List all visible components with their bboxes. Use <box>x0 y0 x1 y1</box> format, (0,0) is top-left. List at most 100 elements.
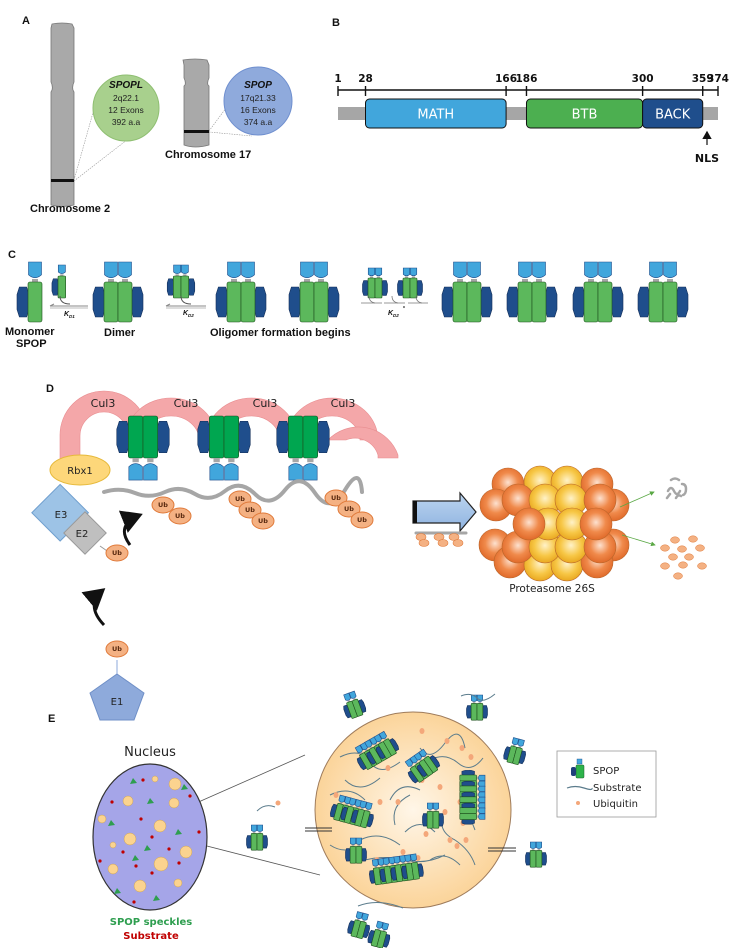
ubiquitin-dot <box>400 849 406 855</box>
free-ubiquitin-dot <box>677 545 687 553</box>
spop-dimer <box>276 415 330 481</box>
ubiquitin-dot <box>447 837 453 843</box>
chromosome-2 <box>50 22 75 207</box>
nucleus-droplet <box>123 832 137 846</box>
free-ubiquitin-dot <box>688 535 698 543</box>
domain-back: BACK <box>642 98 704 129</box>
spop-oligomer <box>330 794 374 829</box>
equilibrium-sign-left <box>305 827 332 832</box>
ubiquitin: Ub <box>350 511 374 529</box>
spop-oligomer <box>354 730 400 771</box>
ubiquitin-dot <box>468 754 474 760</box>
proteasome-26s <box>478 465 630 582</box>
spop-speckle <box>130 778 137 784</box>
nucleus-droplet <box>168 777 182 791</box>
spop-dimer <box>401 853 424 881</box>
free-ubiquitin <box>660 535 707 580</box>
ub-transfer-arrow-e2-e3 <box>118 510 143 546</box>
svg-text:K: K <box>183 310 189 317</box>
ubiquitin-dot <box>459 745 465 751</box>
free-ubiquitin-dot <box>684 553 694 561</box>
substrate-strand <box>359 835 401 846</box>
spop-dimer-small <box>166 264 196 299</box>
spop-dimer-free <box>503 737 526 765</box>
spop-speckle <box>181 784 188 790</box>
cul3-label: Cul3 <box>253 397 278 410</box>
spop-dimer-oligomer-2 <box>288 261 340 323</box>
substrate-dot <box>110 800 114 804</box>
output-arrow-ubiquitin <box>621 534 656 547</box>
legend-substrate-label: Substrate <box>593 783 641 794</box>
substrate-dot <box>141 778 145 782</box>
chromosome-17 <box>182 58 210 148</box>
substrate-dot <box>188 794 192 798</box>
panel-a: A Chromosome 2 SPOPL 2q22.1 12 Exons 392… <box>22 15 293 215</box>
ubiquitin-dot <box>437 784 443 790</box>
monomer-spop-label: SPOP <box>16 338 47 350</box>
cul3-label: Cul3 <box>91 397 116 410</box>
ubiquitin: Ub <box>337 500 361 518</box>
cul3-label: Cul3 <box>174 397 199 410</box>
svg-text:Ub: Ub <box>357 516 367 524</box>
spop-dimer <box>345 837 367 864</box>
proteasome-subunit <box>512 507 546 541</box>
ubiquitin: Ub <box>151 496 175 514</box>
ubiquitin: Ub <box>324 489 348 507</box>
ubiquitin-dot <box>385 765 391 771</box>
svg-text:D1: D1 <box>69 314 75 319</box>
spop-oligomer <box>404 748 441 784</box>
spop-locus: 17q21.33 <box>240 93 276 103</box>
legend-box: SPOP Substrate Ubiquitin <box>556 750 657 818</box>
kd2-star-constant: K D2 * <box>388 306 405 318</box>
legend-spop-icon <box>571 758 585 779</box>
oligomer-assembly <box>16 261 689 323</box>
equilibrium-arrow <box>49 303 88 309</box>
substrate-dot <box>139 817 143 821</box>
ubiquitin-dot <box>377 799 383 805</box>
substrate-strand <box>393 794 411 826</box>
degradation-arrow <box>412 491 477 533</box>
free-ubiquitin-dot <box>678 561 688 569</box>
spop-monomer <box>16 261 43 323</box>
svg-text:E3: E3 <box>55 510 68 521</box>
nucleus-droplet <box>179 845 193 859</box>
substrate-label: Substrate <box>123 931 179 942</box>
ub-transfer-arrow-e1-e2 <box>81 588 106 627</box>
spop-dimer <box>351 800 374 829</box>
substrate-dot <box>197 830 201 834</box>
panel-e-label: E <box>48 713 55 725</box>
spopl-exons: 12 Exons <box>108 105 143 115</box>
svg-text:D2: D2 <box>393 313 399 318</box>
spop-dimer-oligomer-1 <box>215 261 267 323</box>
spop-dimer-small <box>362 267 388 299</box>
spop-dimer-small <box>397 267 423 299</box>
svg-text:Ub: Ub <box>331 494 341 502</box>
spop-info-circle: SPOP 17q21.33 16 Exons 374 a.a <box>223 66 293 136</box>
kd1-constant: K D1 <box>64 311 75 319</box>
substrate-dot <box>134 864 138 868</box>
nucleus <box>92 763 208 911</box>
nucleus-droplet <box>97 814 107 824</box>
panel-b-label: B <box>332 17 340 29</box>
spop-dimer-free <box>343 690 367 719</box>
spop-speckles-label: SPOP speckles <box>110 917 193 928</box>
ubiquitin-dot <box>415 855 421 861</box>
kd2-star-arrows <box>361 295 428 304</box>
substrate-dot <box>132 900 136 904</box>
spop-band <box>184 130 209 133</box>
spop-dimer-free <box>466 694 488 721</box>
ubiquitin-small <box>418 539 430 547</box>
panel-c: C Monomer SPOP Dimer Oligomer formation … <box>5 249 689 350</box>
free-ubiquitin-dot <box>660 562 670 570</box>
ubiquitin-dot <box>419 728 425 734</box>
svg-text:Ub: Ub <box>245 506 255 514</box>
e2-enzyme: E2 <box>63 511 107 555</box>
panel-e: E Nucleus SPOP speckles Substrate <box>48 690 657 948</box>
substrate-strand <box>454 839 476 866</box>
svg-text:Ub: Ub <box>175 512 185 520</box>
